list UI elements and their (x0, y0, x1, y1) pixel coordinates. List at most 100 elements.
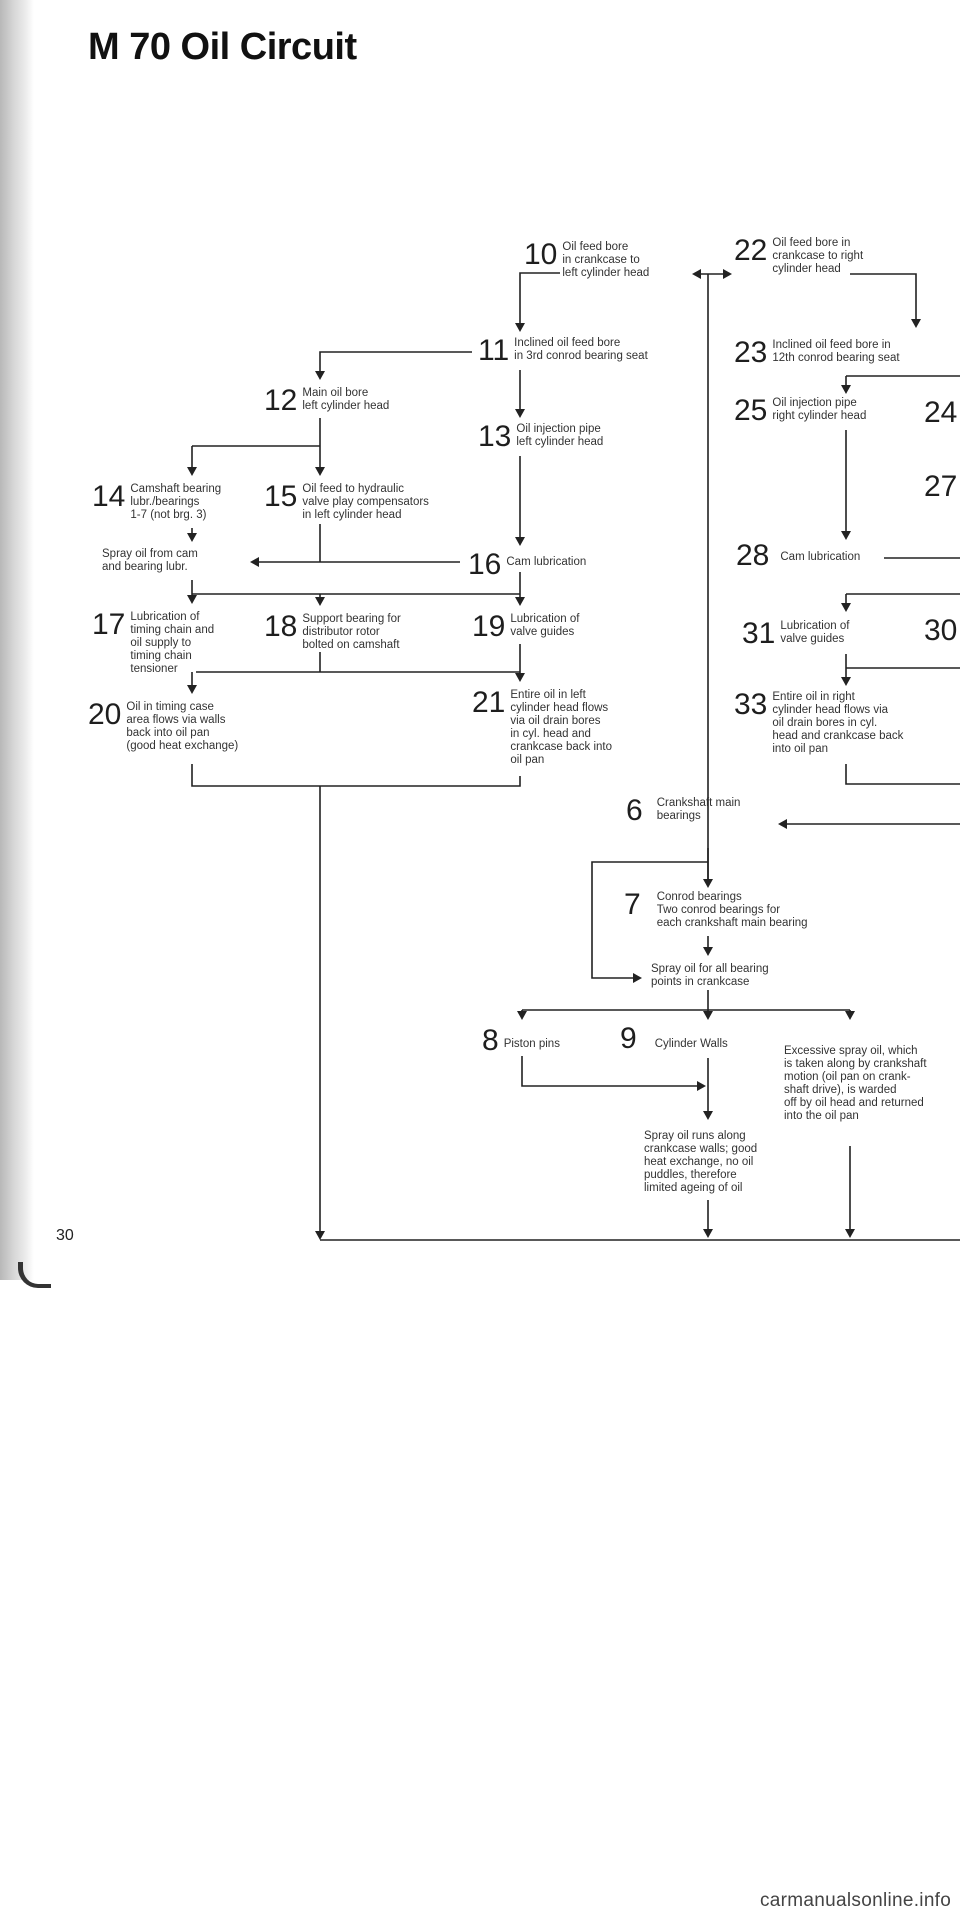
connector-line (845, 764, 960, 785)
node-label: Piston pins (503, 1038, 560, 1050)
node-6: 6 Crankshaft main bearings (626, 796, 740, 826)
node-18: 18 Support bearing for distributor rotor… (264, 612, 401, 652)
arrowhead (187, 595, 197, 604)
spray-runs-text: Spray oil runs along crankcase walls; go… (644, 1130, 758, 1194)
arrowhead (703, 1229, 713, 1238)
arrowhead (697, 1081, 706, 1091)
node-number: 25 (734, 394, 768, 427)
arrowhead (515, 537, 525, 546)
node-label: Crankshaft main bearings (656, 797, 741, 822)
node-number: 11 (478, 334, 510, 367)
node-21: 21 Entire oil in left cylinder head flow… (472, 688, 612, 767)
node-number: 31 (742, 617, 776, 650)
node-28: 28 Cam lubrication (736, 541, 860, 571)
node-17: 17 Lubrication of timing chain and oil s… (92, 610, 214, 676)
arrowhead (515, 673, 525, 682)
node-number: 16 (468, 548, 502, 581)
flow-connectors (187, 269, 960, 1241)
page-title: M 70 Oil Circuit (88, 26, 357, 68)
arrowhead (250, 557, 259, 567)
node-label: Oil feed to hydraulic valve play compens… (302, 483, 429, 521)
arrowhead (517, 1011, 527, 1020)
node-20: 20 Oil in timing case area flows via wal… (88, 700, 238, 753)
node-number: 14 (92, 480, 126, 513)
node-23: 23 Inclined oil feed bore in 12th conrod… (734, 338, 900, 368)
node-label: Lubrication of valve guides (510, 613, 580, 638)
arrowhead (315, 371, 325, 380)
node-22: 22 Oil feed bore in crankcase to right c… (734, 236, 863, 276)
arrowhead (187, 467, 197, 476)
node-number: 9 (620, 1022, 637, 1055)
node-label: Oil injection pipe left cylinder head (516, 423, 604, 448)
connector-line (191, 764, 521, 787)
arrowhead (703, 947, 713, 956)
node-10: 10 Oil feed bore in crankcase to left cy… (524, 240, 649, 280)
node-number: 13 (478, 420, 512, 453)
arrowhead (703, 1111, 713, 1120)
node-33: 33 Entire oil in right cylinder head flo… (734, 690, 903, 756)
arrowhead (841, 531, 851, 540)
arrowhead (315, 467, 325, 476)
node-19: 19 Lubrication of valve guides (472, 612, 579, 642)
node-label: Entire oil in right cylinder head flows … (772, 691, 904, 755)
node-label: Main oil bore left cylinder head (302, 387, 390, 412)
node-31: 31 Lubrication of valve guides (742, 619, 849, 649)
node-number: 15 (264, 480, 298, 513)
node-27-number: 27 (924, 470, 958, 503)
connector-line (850, 273, 917, 326)
node-number: 23 (734, 336, 768, 369)
connector-line (521, 1056, 700, 1087)
node-number: 22 (734, 234, 768, 267)
arrowhead (187, 533, 197, 542)
node-number: 21 (472, 686, 506, 719)
arrowhead (841, 603, 851, 612)
node-16: 16 Cam lubrication (468, 550, 586, 580)
node-9: 9 Cylinder Walls (620, 1024, 728, 1054)
arrowhead (723, 269, 732, 279)
node-label: Oil in timing case area flows via walls … (126, 701, 239, 752)
arrowhead (911, 319, 921, 328)
node-label: Cam lubrication (506, 556, 587, 568)
node-30-number: 30 (924, 614, 958, 647)
page-number: 30 (56, 1227, 74, 1244)
page-curl-mark (18, 1262, 51, 1288)
node-label: Cam lubrication (780, 551, 861, 563)
node-15: 15 Oil feed to hydraulic valve play comp… (264, 482, 429, 522)
arrowhead (515, 409, 525, 418)
arrowhead (703, 1011, 713, 1020)
connector-line (319, 351, 472, 378)
node-label: Oil feed bore in crankcase to left cylin… (562, 241, 650, 279)
arrowhead (187, 685, 197, 694)
node-14: 14 Camshaft bearing lubr./bearings 1-7 (… (92, 482, 221, 522)
node-number: 18 (264, 610, 298, 643)
arrowhead (841, 677, 851, 686)
node-11: 11 Inclined oil feed bore in 3rd conrod … (478, 336, 648, 366)
arrowhead (315, 597, 325, 606)
node-label: Support bearing for distributor rotor bo… (302, 613, 401, 651)
node-label: Cylinder Walls (654, 1038, 728, 1050)
node-label: Conrod bearings Two conrod bearings for … (656, 891, 808, 929)
node-number: 7 (624, 888, 641, 921)
arrowhead (315, 1231, 325, 1240)
node-label: Inclined oil feed bore in 3rd conrod bea… (514, 337, 648, 362)
arrowhead (633, 973, 642, 983)
node-13: 13 Oil injection pipe left cylinder head (478, 422, 603, 452)
connector-line (591, 861, 708, 979)
node-number: 6 (626, 794, 643, 827)
arrowhead (692, 269, 701, 279)
node-24-number: 24 (924, 396, 958, 429)
node-number: 20 (88, 698, 122, 731)
footer-watermark: carmanualsonline.info (760, 1890, 952, 1911)
node-12: 12 Main oil bore left cylinder head (264, 386, 389, 416)
node-label: Inclined oil feed bore in 12th conrod be… (772, 339, 900, 364)
node-label: Lubrication of valve guides (780, 620, 850, 645)
spray-cam-text: Spray oil from cam and bearing lubr. (102, 548, 198, 573)
node-number: 17 (92, 608, 126, 641)
connector-line (519, 272, 560, 330)
excessive-spray-text: Excessive spray oil, which is taken alon… (784, 1045, 927, 1122)
node-number: 28 (736, 539, 770, 572)
arrowhead (515, 597, 525, 606)
node-7: 7 Conrod bearings Two conrod bearings fo… (624, 890, 808, 930)
node-label: Lubrication of timing chain and oil supp… (130, 611, 215, 675)
